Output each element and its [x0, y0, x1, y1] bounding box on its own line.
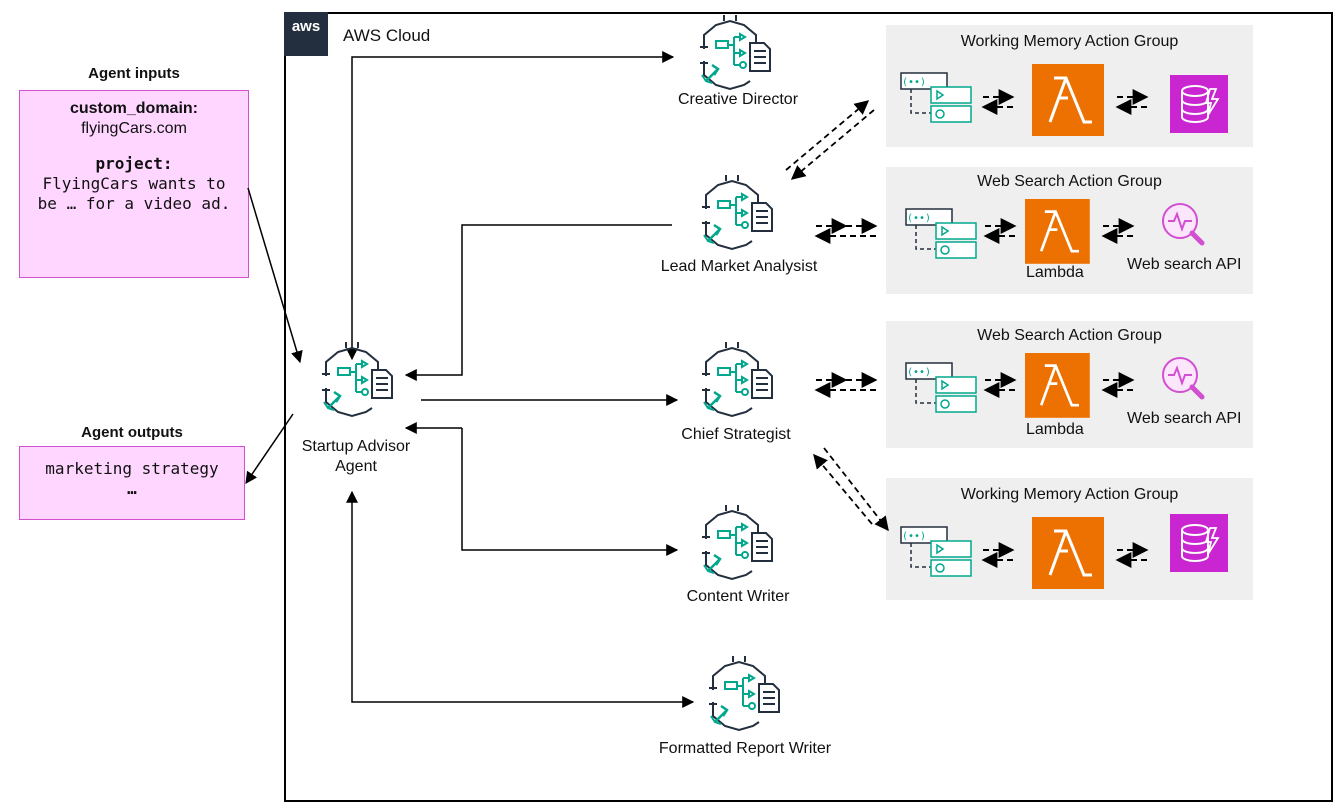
web-search-api-icon	[1163, 358, 1202, 397]
creative-memory-link-in	[790, 109, 875, 180]
supervisor-label-line-1: Startup Advisor	[301, 438, 411, 455]
supervisor-label-line-2: Agent	[335, 458, 377, 475]
creative-memory-link-out	[785, 100, 870, 171]
supervisor-content-writer-link	[461, 428, 679, 556]
group-title: Working Memory Action Group	[960, 486, 1179, 503]
content-writer-label: Content Writer	[686, 588, 790, 605]
outputs-line-1: marketing strategy	[45, 459, 219, 478]
custom-domain-value: flyingCars.com	[81, 120, 187, 137]
project-key: project:	[95, 154, 173, 173]
project-line-1: FlyingCars wants to	[42, 174, 226, 193]
agent-inputs-title: Agent inputs	[88, 65, 180, 82]
supervisor-report-writer-link	[346, 490, 695, 708]
chief-strategist-web-search-link	[816, 380, 846, 390]
aws-cloud-label: AWS Cloud	[343, 26, 431, 45]
action-group-icon	[900, 72, 972, 123]
action-lambda-link	[985, 226, 1015, 236]
lead-market-analyst-label: Lead Market Analysist	[660, 258, 818, 275]
lambda-label: Lambda	[1026, 264, 1084, 281]
startup-advisor-agent-label: Startup Advisor Agent	[302, 437, 411, 477]
content-writer-icon	[700, 503, 774, 581]
supervisor-lead-analyst-link	[404, 224, 672, 381]
input-arrow	[247, 187, 303, 364]
lead-analyst-web-search-link	[816, 226, 846, 236]
web-search-api-label: Web search API	[1127, 256, 1242, 273]
formatted-report-writer-label: Formatted Report Writer	[658, 740, 832, 757]
lambda-dynamodb-link	[1117, 97, 1147, 107]
action-group-icon	[905, 208, 977, 259]
dynamodb-icon	[1169, 74, 1229, 134]
lambda-api-link	[1103, 226, 1133, 236]
lambda-icon	[1023, 351, 1092, 420]
lambda-icon	[1030, 62, 1106, 138]
action-lambda-link	[983, 550, 1013, 560]
lambda-label: Lambda	[1026, 421, 1084, 438]
web-search-api-label: Web search API	[1127, 410, 1242, 427]
agent-inputs-note: custom_domain: flyingCars.com project: F…	[19, 90, 249, 278]
agent-outputs-title: Agent outputs	[81, 424, 183, 441]
dynamodb-icon	[1169, 513, 1229, 573]
output-arrow	[245, 413, 294, 484]
formatted-report-writer-icon	[707, 654, 781, 732]
web-search-api-icon	[1163, 204, 1202, 243]
custom-domain-key: custom_domain:	[69, 100, 198, 117]
action-group-icon	[905, 362, 977, 413]
aws-logo: aws	[284, 12, 328, 56]
chief-memory-link-in	[813, 453, 873, 525]
lambda-icon	[1030, 515, 1106, 591]
chief-strategist-icon	[700, 340, 774, 418]
supervisor-creative-director-link	[346, 51, 675, 361]
agent-outputs-note: marketing strategy …	[19, 446, 245, 520]
group-title: Web Search Action Group	[977, 173, 1162, 190]
lambda-icon	[1023, 197, 1092, 266]
action-lambda-link	[985, 380, 1015, 390]
lambda-api-link	[1103, 380, 1133, 390]
group-title: Working Memory Action Group	[960, 33, 1179, 50]
group-title: Web Search Action Group	[977, 327, 1162, 344]
creative-director-label: Creative Director	[677, 91, 799, 108]
project-line-2: be … for a video ad.	[37, 194, 231, 213]
chief-strategist-label: Chief Strategist	[681, 426, 791, 443]
action-group-icon	[900, 526, 972, 577]
creative-director-icon	[698, 13, 772, 91]
startup-advisor-agent-icon	[320, 340, 394, 418]
lead-market-analyst-icon	[700, 173, 774, 251]
chief-memory-link-out	[823, 447, 889, 532]
lambda-dynamodb-link	[1117, 550, 1147, 560]
action-lambda-link	[983, 97, 1013, 107]
outputs-line-2: …	[127, 479, 137, 498]
